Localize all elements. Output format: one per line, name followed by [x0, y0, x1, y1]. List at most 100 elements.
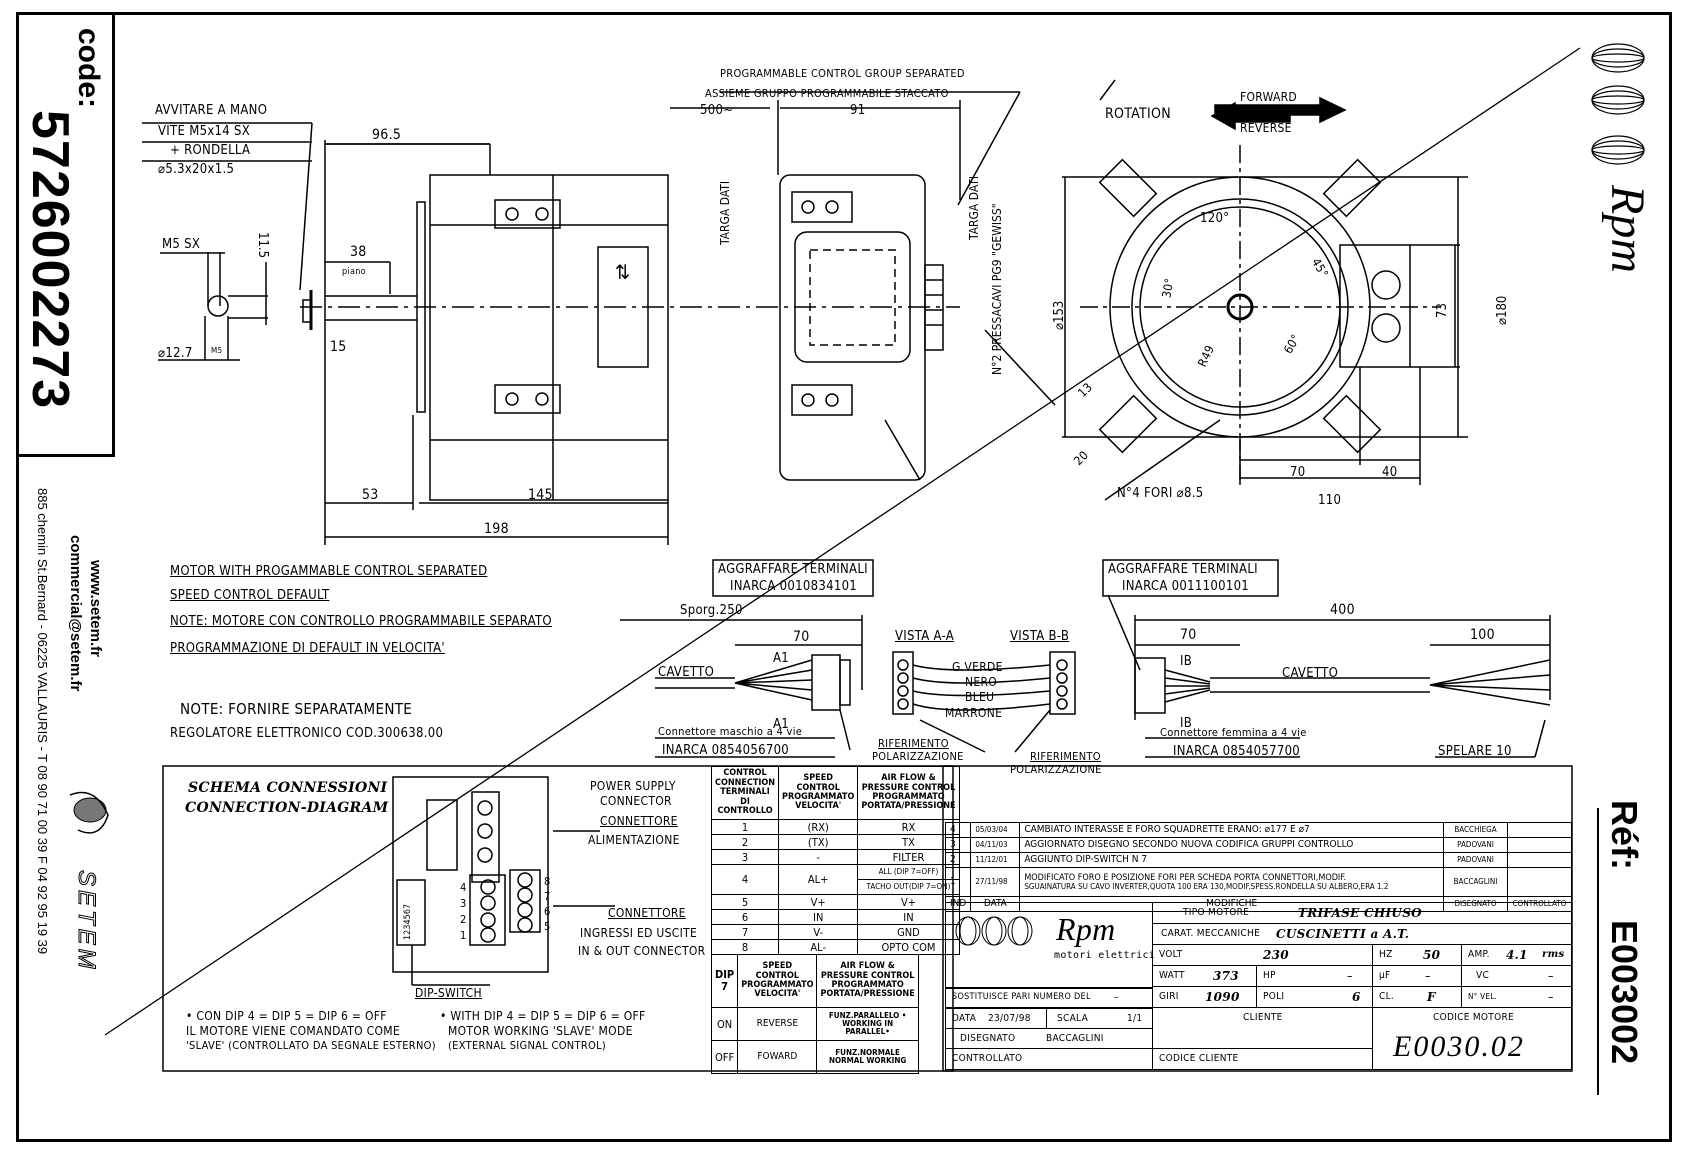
title-block-logo-sub: motori elettrici — [1054, 950, 1156, 961]
rev-checked — [1507, 822, 1572, 838]
poli-value: 6 — [1352, 990, 1361, 1004]
shaft-thread-label: M5 SX — [162, 237, 201, 252]
power-supply-it-1: CONNETTORE — [600, 814, 678, 828]
dim-38: 38 — [350, 244, 367, 260]
cell-airflow: IN — [857, 909, 960, 925]
carat-label: CARAT. MECCANICHE — [1161, 928, 1261, 939]
terminal-2: 2 — [460, 913, 467, 926]
th-speed: SPEED CONTROL PROGRAMMATO VELOCITA' — [737, 954, 818, 1008]
rev-date: 04/11/03 — [970, 837, 1021, 853]
cliente-cell: CLIENTE — [1152, 1007, 1373, 1049]
terminal-4: 4 — [460, 881, 467, 894]
cell-dip: ON — [710, 1007, 739, 1041]
dim-53: 53 — [362, 487, 379, 503]
cable-gland-label: N°2 PRESSACAVI PG9 "GEWISS" — [990, 203, 1004, 375]
nvel-cell: N° VEL. – — [1461, 986, 1572, 1008]
sporg-dim: Sporg.250 — [680, 603, 743, 618]
cell-speed: (TX) — [778, 834, 859, 850]
cell-speed: IN — [778, 909, 859, 925]
rev-header-date: DATA — [970, 896, 1021, 912]
angle-120: 120° — [1200, 211, 1230, 226]
cliente-label: CLIENTE — [1243, 1012, 1283, 1023]
disegnato-cell: DISEGNATO BACCAGLINI — [945, 1028, 1153, 1049]
cell-terminal: 4 — [710, 864, 780, 895]
rev-ind: 1 — [944, 867, 972, 897]
hp-label: HP — [1263, 970, 1276, 981]
table-row: 2(TX)TX — [710, 834, 960, 850]
dim-70-left: 70 — [793, 629, 810, 645]
shaft-dim-11-5: 11.5 — [255, 232, 270, 259]
rev-drawn: BACCHIEGA — [1443, 822, 1508, 838]
cell-terminal: 7 — [710, 924, 780, 940]
hz-cell: HZ 50 — [1372, 944, 1462, 966]
scala-cell: SCALA 1/1 — [1046, 1008, 1153, 1029]
watt-cell: WATT 373 — [1152, 965, 1257, 987]
dia-153: ⌀153 — [1052, 300, 1067, 330]
vista-aa: VISTA A-A — [895, 629, 955, 644]
watt-value: 373 — [1213, 969, 1239, 983]
ib-top: IB — [1180, 654, 1193, 669]
io-connector-en: IN & OUT CONNECTOR — [578, 944, 706, 958]
dim-96-5: 96.5 — [372, 127, 402, 143]
rev-text: AGGIUNTO DIP-SWITCH N 7 — [1019, 852, 1444, 868]
strip-length: SPELARE 10 — [1438, 744, 1512, 759]
scala-value: 1/1 — [1127, 1013, 1143, 1024]
terminal-5: 5 — [544, 920, 551, 933]
polar-ref-1a: RIFERIMENTO — [878, 737, 949, 750]
uf-label: µF — [1379, 970, 1391, 981]
cell-airflow: FILTER — [857, 849, 960, 865]
a1-bottom: A1 — [773, 717, 790, 732]
crimp-right-1: AGGRAFFARE TERMINALI — [1108, 562, 1258, 577]
cell-speed: FOWARD — [737, 1040, 818, 1074]
note-line-4: PROGRAMMAZIONE DI DEFAULT IN VELOCITA' — [170, 641, 445, 656]
amp-value: 4.1 — [1506, 948, 1528, 962]
codice-motore-value: E0030.02 — [1393, 1030, 1525, 1063]
dim-145: 145 — [528, 487, 553, 503]
cl-value: F — [1427, 990, 1436, 1004]
rev-checked — [1507, 852, 1572, 868]
a1-top: A1 — [773, 651, 790, 666]
codice-motore-label: CODICE MOTORE — [1433, 1012, 1515, 1023]
supply-note-2: REGOLATORE ELETTRONICO COD.300638.00 — [170, 726, 444, 741]
note-line-2: SPEED CONTROL DEFAULT — [170, 588, 330, 603]
cell-airflow: RX — [857, 819, 960, 835]
data-label: DATA — [952, 1013, 977, 1024]
vc-label: VC — [1476, 970, 1490, 981]
disegnato-label: DISEGNATO — [960, 1033, 1016, 1044]
codice-motore-cell: CODICE MOTORE E0030.02 — [1372, 1007, 1572, 1070]
vc-value: – — [1548, 969, 1554, 983]
dim-15: 15 — [330, 339, 347, 355]
rev-text: CAMBIATO INTERASSE E FORO SQUADRETTE ERA… — [1019, 822, 1444, 838]
rev-ind: 4 — [944, 822, 972, 838]
sostituisce-value: – — [1114, 992, 1119, 1003]
tipo-motore-cell: TIPO MOTORE TRIFASE CHIUSO — [1152, 902, 1572, 924]
carat-cell: CARAT. MECCANICHE CUSCINETTI a A.T. — [1152, 923, 1572, 945]
female-connector-2: INARCA 0854057700 — [1173, 744, 1301, 759]
disegnato-value: BACCAGLINI — [1046, 1033, 1104, 1044]
rev-date: 27/11/98 — [970, 867, 1021, 897]
cell-speed: AL+ — [778, 864, 859, 895]
th-airflow: AIR FLOW & PRESSURE CONTROL PROGRAMMATO … — [857, 766, 960, 820]
cell-speed: V+ — [778, 894, 859, 910]
tipo-motore-value: TRIFASE CHIUSO — [1298, 906, 1422, 920]
male-connector-1: Connettore maschio a 4 vie — [658, 725, 803, 738]
volt-label: VOLT — [1159, 949, 1183, 960]
terminal-3: 3 — [460, 897, 467, 910]
note-screw-4: ⌀5.3x20x1.5 — [158, 162, 235, 177]
dim-70-right: 70 — [1180, 627, 1197, 643]
rev-drawn: BACCAGLINI — [1443, 867, 1508, 897]
rev-text: MODIFICATO FORO E POSIZIONE FORI PER SCH… — [1024, 872, 1347, 883]
dim-500: 500~ — [700, 103, 734, 118]
codice-cliente-label: CODICE CLIENTE — [1159, 1053, 1239, 1064]
cell-airflow: GND — [857, 924, 960, 940]
shaft-m5: M5 — [211, 346, 223, 355]
rev-header-changes: MODIFICHE — [1019, 896, 1444, 912]
dim-40: 40 — [1382, 465, 1398, 480]
